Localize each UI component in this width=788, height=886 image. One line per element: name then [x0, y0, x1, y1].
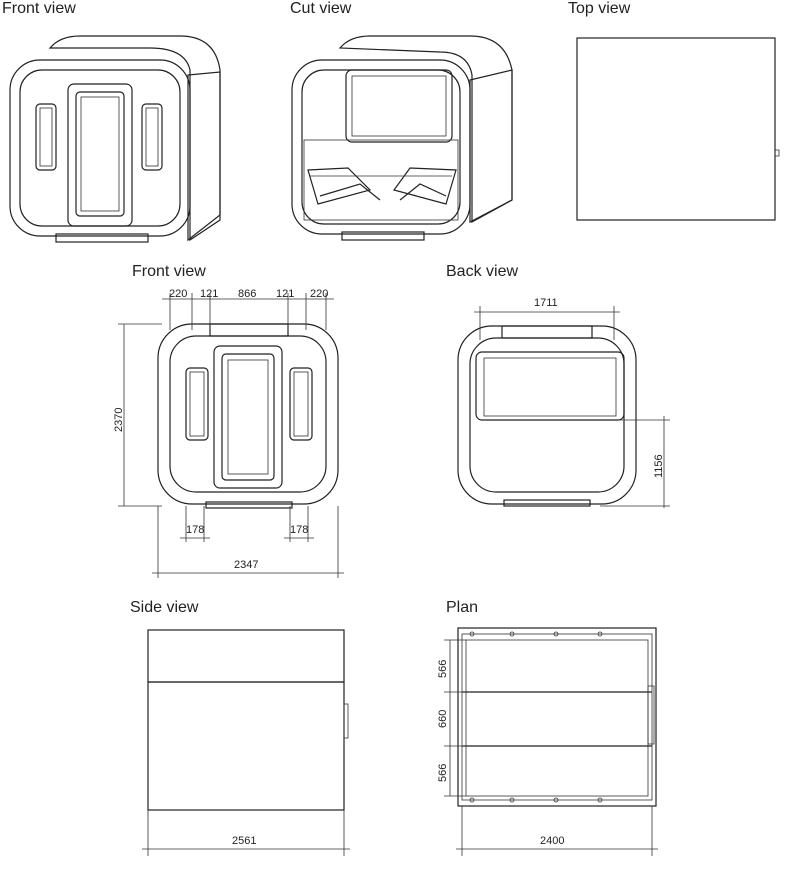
side-view-label: Side view: [130, 599, 199, 616]
back-dim-window-width: 1711: [534, 297, 558, 309]
top-view-drawing: [576, 37, 780, 221]
back-dimension-lines: [474, 306, 670, 508]
front-dim-121-left: 121: [200, 288, 218, 300]
side-view-drawing: [147, 629, 349, 811]
plan-label: Plan: [446, 599, 479, 616]
front-dim-window-left: 178: [186, 524, 204, 536]
front-dim-width: 2347: [234, 559, 258, 571]
front-dim-220-right: 220: [310, 288, 328, 300]
cut-view-label: Cut view: [290, 0, 352, 17]
cut-view-drawing: [291, 35, 513, 241]
front-view-dim-label: Front view: [132, 263, 206, 280]
side-dim-length: 2561: [232, 835, 256, 847]
top-view-label: Top view: [568, 0, 631, 17]
front-dim-866: 866: [238, 288, 256, 300]
front-dim-height: 2370: [113, 408, 125, 432]
side-dimension-lines: [142, 810, 350, 856]
front-dim-121-right: 121: [276, 288, 294, 300]
front-dim-220-left: 220: [169, 288, 187, 300]
plan-drawing: [457, 627, 657, 807]
plan-dim-middle: 660: [437, 710, 449, 728]
front-dimensioned-drawing: [157, 323, 339, 509]
front-view-drawing: [9, 35, 221, 243]
back-view-drawing: [457, 325, 637, 507]
front-dimension-lines: [118, 293, 344, 578]
front-view-label: Front view: [2, 0, 76, 17]
plan-dim-bench-top: 566: [437, 660, 449, 678]
plan-dimension-lines: [444, 639, 658, 856]
front-dim-window-right: 178: [290, 524, 308, 536]
back-view-label: Back view: [446, 263, 519, 280]
plan-dim-bench-bottom: 566: [437, 764, 449, 782]
plan-dim-length: 2400: [540, 835, 564, 847]
back-dim-lower-height: 1156: [653, 454, 665, 478]
